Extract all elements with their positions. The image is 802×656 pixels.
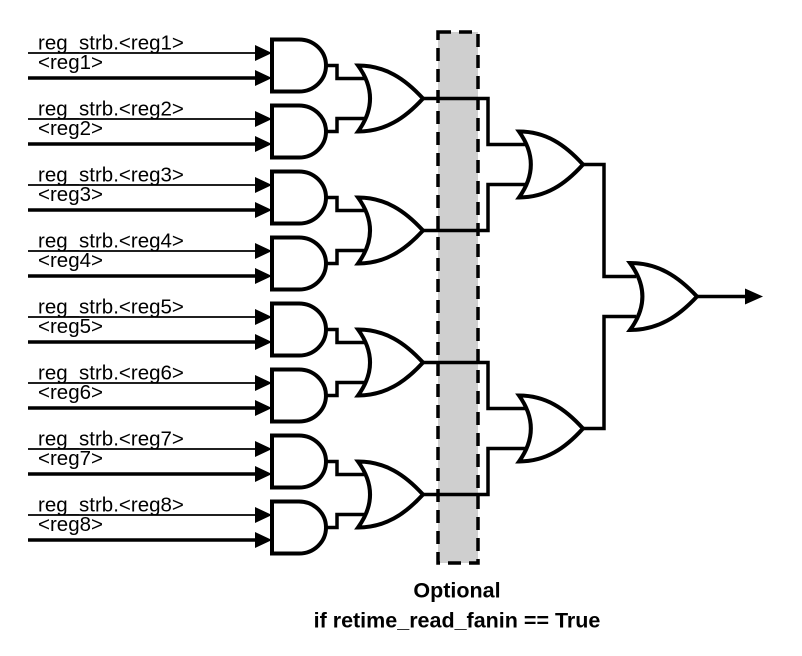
strobe-arrowhead-icon-reg8 (255, 507, 272, 523)
wire-and5-to-stage2-or3 (326, 327, 372, 345)
reg-label-reg2: <reg2> (38, 117, 103, 140)
strobe-label-reg1: reg_strb.<reg1> (38, 32, 184, 55)
and-gate-7 (270, 433, 328, 490)
strobe-label-reg5: reg_strb.<reg5> (38, 296, 184, 319)
caption-optional: Optional (413, 579, 500, 603)
and-gate-8 (270, 499, 328, 556)
strobe-label-reg6: reg_strb.<reg6> (38, 362, 184, 385)
reg-label-reg4: <reg4> (38, 249, 103, 272)
reg-arrowhead-icon-reg4 (255, 268, 272, 284)
wire-and7-to-stage2-or4 (326, 459, 372, 477)
wire-stage2-or2-to-stage3-or1 (423, 182, 534, 233)
and-gate-6 (270, 367, 328, 424)
wire-and8-to-stage2-or4 (326, 512, 372, 530)
reg-label-reg3: <reg3> (38, 183, 103, 206)
strobe-arrowhead-icon-reg7 (255, 441, 272, 457)
reg-arrowhead-icon-reg8 (255, 532, 272, 548)
and-gate-1 (270, 37, 328, 94)
output-arrowhead-icon (745, 288, 763, 305)
reg-arrowhead-icon-reg5 (255, 334, 272, 350)
or-gate-stage2-1 (354, 63, 426, 134)
and-gate-2 (270, 103, 328, 160)
wire-stage3-or2-to-final-or (583, 314, 636, 431)
or-gate-stage3-1 (515, 129, 586, 200)
reg-label-reg1: <reg1> (38, 51, 103, 74)
wire-and1-to-stage2-or1 (326, 63, 372, 81)
reg-label-reg7: <reg7> (38, 447, 103, 470)
and-gate-5 (270, 301, 328, 358)
reg-label-reg6: <reg6> (38, 381, 103, 404)
reg-label-reg8: <reg8> (38, 513, 103, 536)
wire-stage2-or4-to-stage3-or2 (423, 446, 534, 497)
wire-and2-to-stage2-or1 (326, 116, 372, 134)
strobe-arrowhead-icon-reg2 (255, 111, 272, 127)
strobe-arrowhead-icon-reg6 (255, 375, 272, 391)
wire-stage3-or1-to-final-or (583, 162, 636, 279)
reg-arrowhead-icon-reg2 (255, 136, 272, 152)
strobe-arrowhead-icon-reg5 (255, 309, 272, 325)
wire-and6-to-stage2-or3 (326, 380, 372, 398)
strobe-label-reg4: reg_strb.<reg4> (38, 230, 184, 253)
reg-arrowhead-icon-reg7 (255, 466, 272, 482)
strobe-arrowhead-icon-reg3 (255, 177, 272, 193)
strobe-label-reg2: reg_strb.<reg2> (38, 98, 184, 121)
reg-arrowhead-icon-reg1 (255, 70, 272, 86)
wire-and3-to-stage2-or2 (326, 195, 372, 213)
and-gate-4 (270, 235, 328, 292)
and-gate-3 (270, 169, 328, 226)
caption-condition: if retime_read_fanin == True (314, 609, 601, 633)
wire-and4-to-stage2-or2 (326, 248, 372, 266)
wire-stage2-or3-to-stage3-or2 (423, 360, 534, 411)
or-gate-stage2-2 (354, 195, 426, 266)
or-gate-final (626, 260, 700, 333)
reg-arrowhead-icon-reg3 (255, 202, 272, 218)
or-gate-stage3-2 (515, 393, 586, 464)
optional-retime-register-box (436, 30, 480, 565)
strobe-label-reg3: reg_strb.<reg3> (38, 164, 184, 187)
wire-stage2-or1-to-stage3-or1 (423, 96, 534, 147)
strobe-label-reg8: reg_strb.<reg8> (38, 494, 184, 517)
reg-label-reg5: <reg5> (38, 315, 103, 338)
or-gate-stage2-3 (354, 327, 426, 398)
strobe-label-reg7: reg_strb.<reg7> (38, 428, 184, 451)
or-gate-stage2-4 (354, 459, 426, 530)
strobe-arrowhead-icon-reg4 (255, 243, 272, 259)
strobe-arrowhead-icon-reg1 (255, 45, 272, 61)
reg-arrowhead-icon-reg6 (255, 400, 272, 416)
